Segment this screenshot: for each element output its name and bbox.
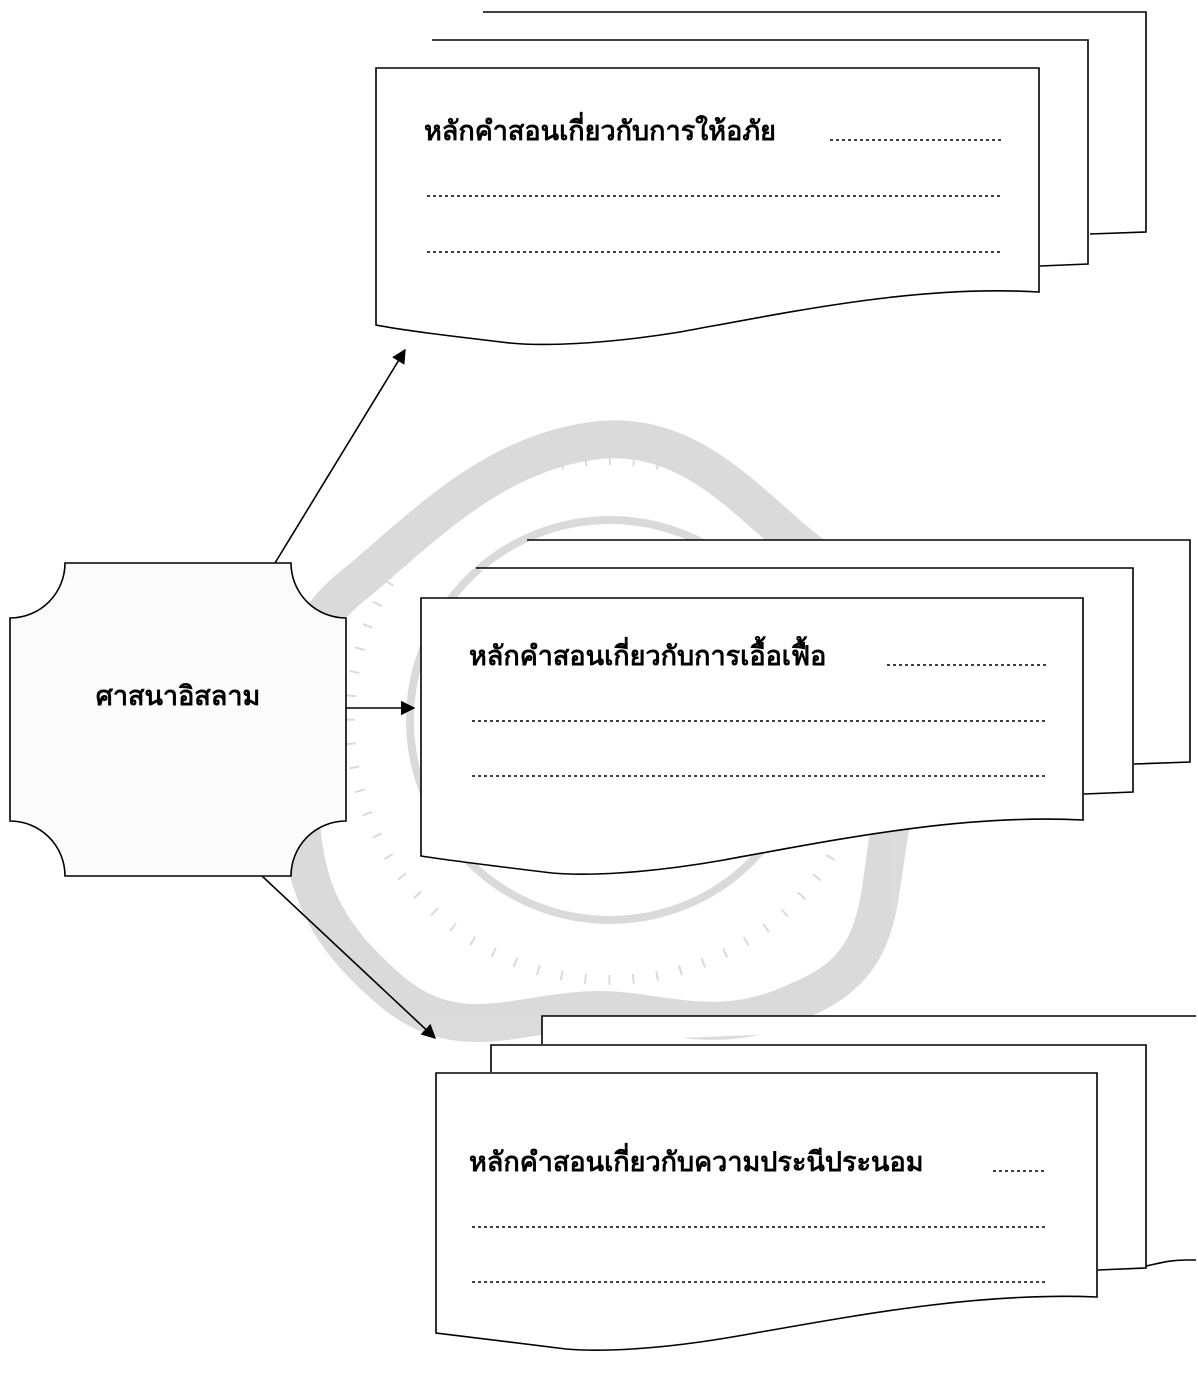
center-shape bbox=[9, 562, 347, 877]
document-stack-generosity: หลักคำสอนเกี่ยวกับการเอื้อเฟื้อ bbox=[420, 539, 1191, 875]
document-title: หลักคำสอนเกี่ยวกับการเอื้อเฟื้อ bbox=[469, 635, 826, 672]
document-front-sheet bbox=[435, 1072, 1098, 1351]
document-front-sheet bbox=[420, 597, 1084, 875]
connectors bbox=[261, 348, 437, 1039]
document-stack-forgiveness: หลักคำสอนเกี่ยวกับการให้อภัย bbox=[375, 11, 1147, 346]
center-label: ศาสนาอิสลาม bbox=[96, 681, 261, 712]
document-stack-compromise: หลักคำสอนเกี่ยวกับความประนีประนอม bbox=[435, 1015, 1196, 1351]
document-title: หลักคำสอนเกี่ยวกับการให้อภัย bbox=[424, 111, 776, 147]
document-title: หลักคำสอนเกี่ยวกับความประนีประนอม bbox=[469, 1142, 924, 1178]
center-node: ศาสนาอิสลาม bbox=[9, 562, 347, 877]
arrow-to-forgiveness bbox=[274, 348, 406, 564]
document-front-sheet bbox=[375, 67, 1040, 346]
arrow-to-compromise bbox=[261, 875, 437, 1039]
document-back-sheet bbox=[541, 1015, 1196, 1267]
